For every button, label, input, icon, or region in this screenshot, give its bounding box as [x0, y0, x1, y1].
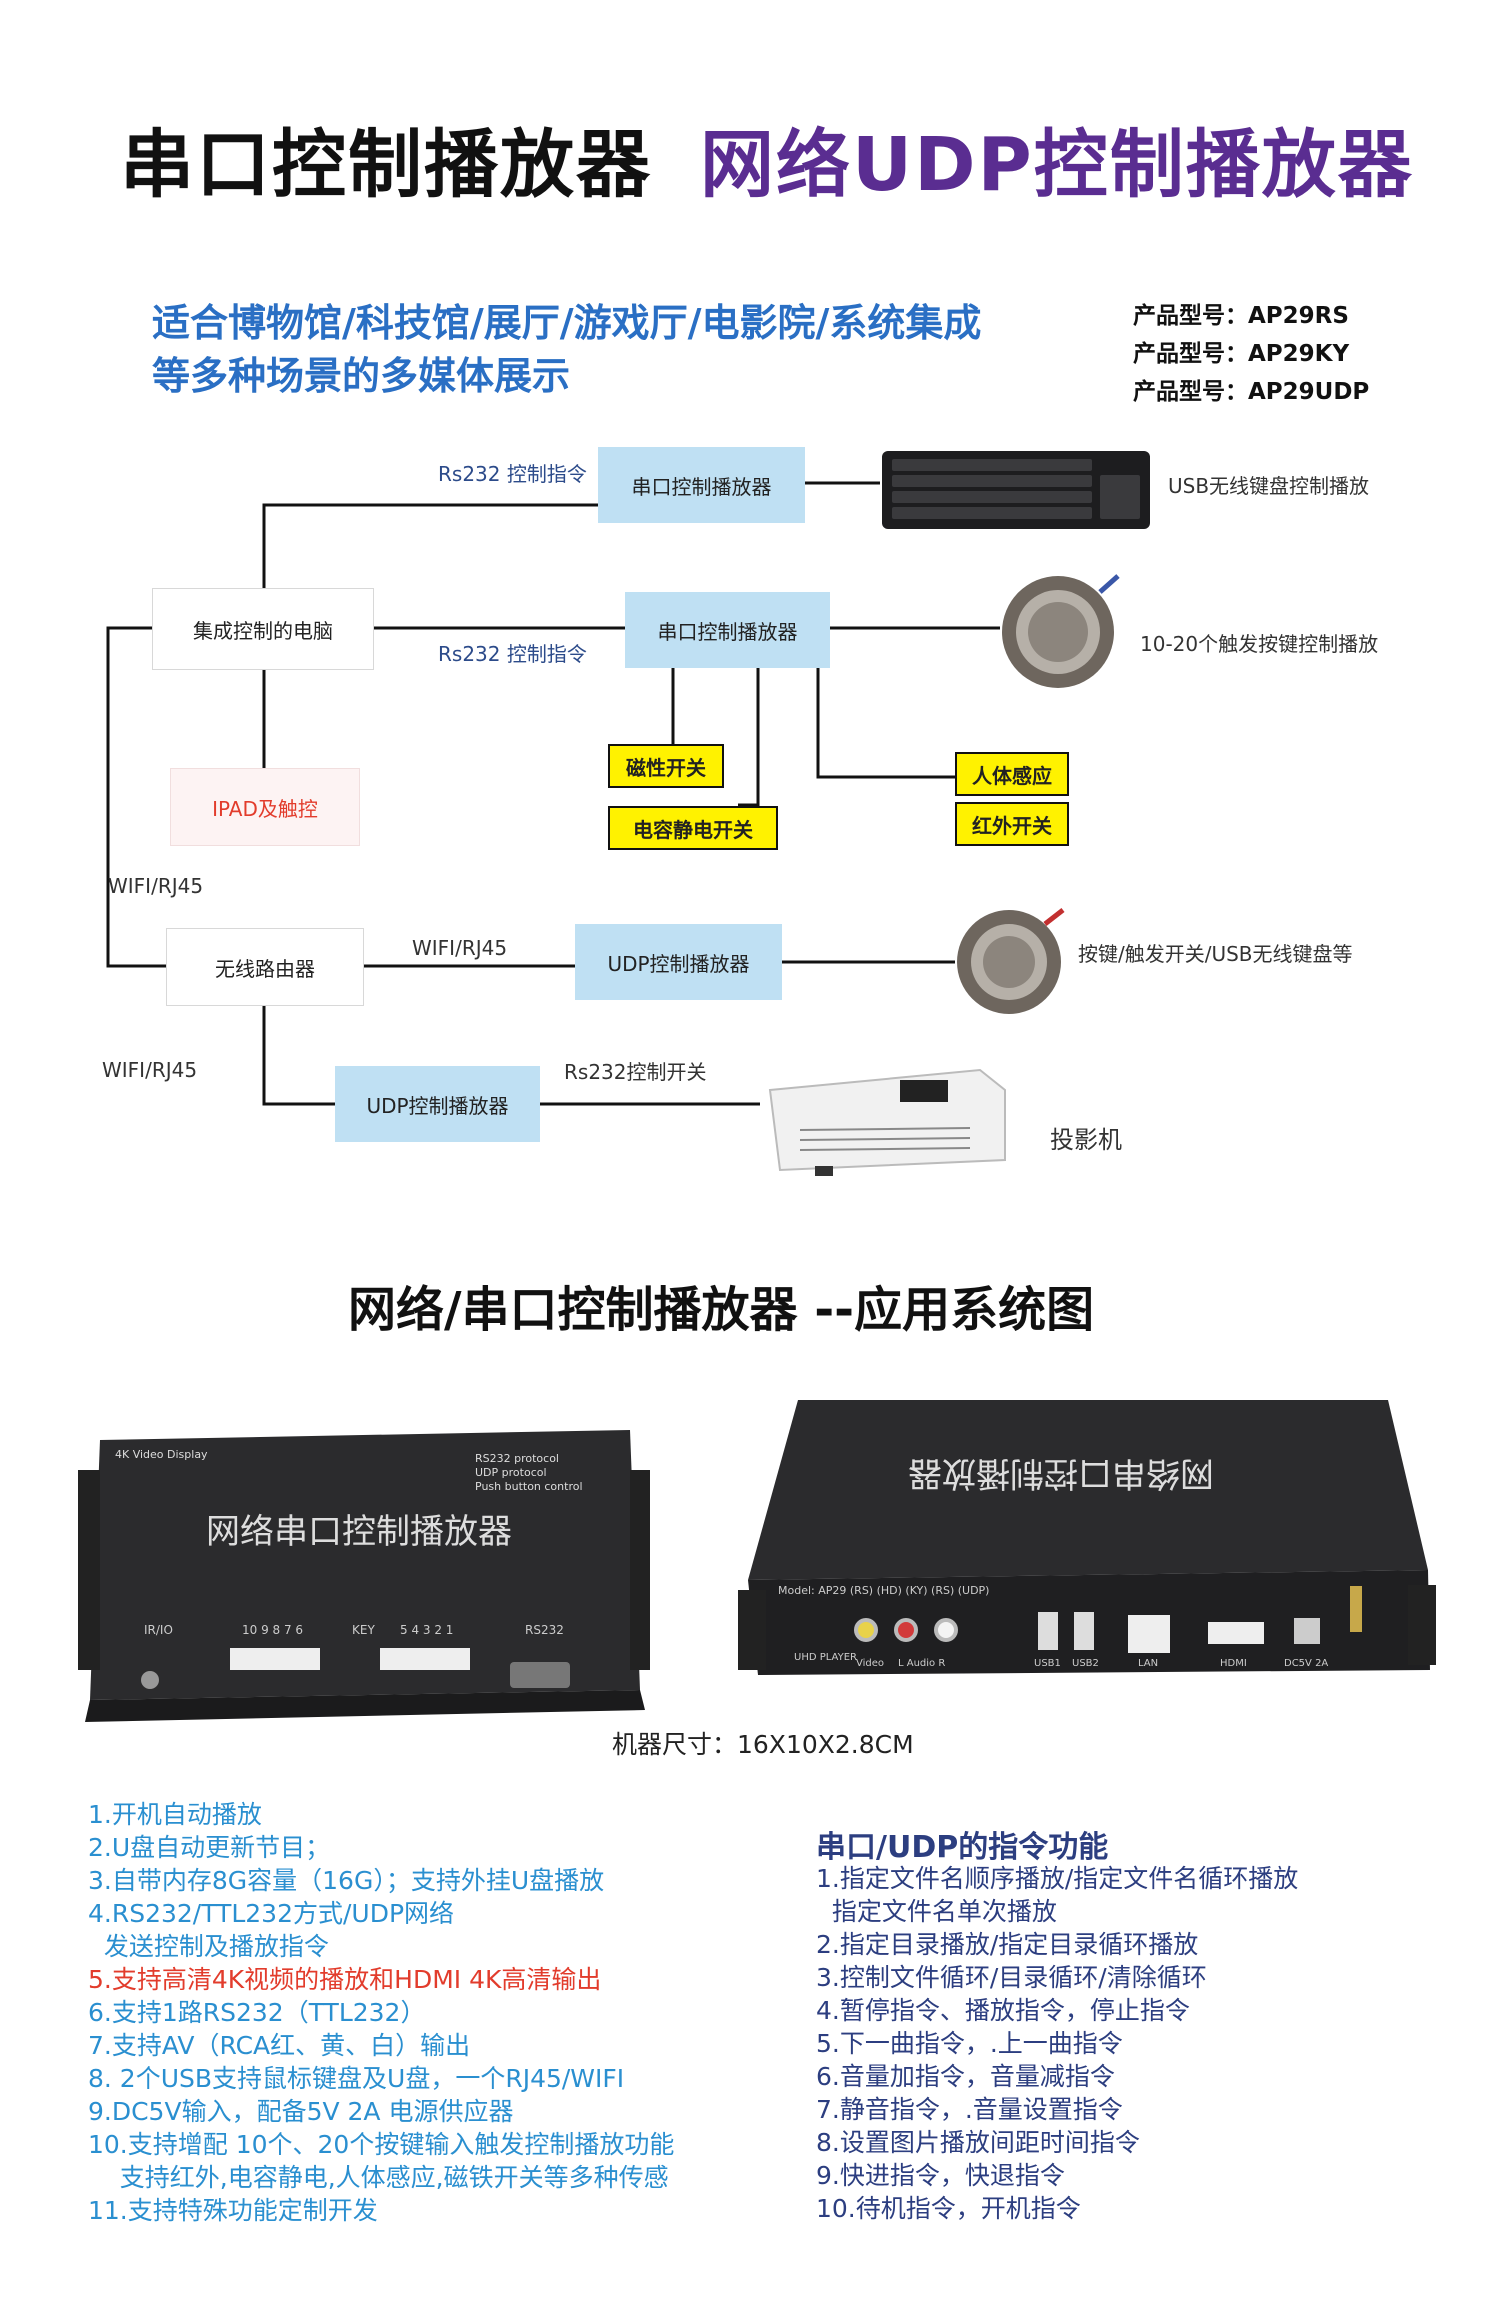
spec-item: 7.支持AV（RCA红、黄、白）输出: [88, 2031, 471, 2060]
projector-icon: [768, 1068, 1006, 1176]
command-item: 1.指定文件名顺序播放/指定文件名循环播放: [816, 1864, 1299, 1893]
connector-lines: [106, 481, 1000, 1106]
command-item: 5.下一曲指令，.上一曲指令: [816, 2029, 1123, 2058]
spec-item: 3.自带内存8G容量（16G）；支持外挂U盘播放: [88, 1866, 605, 1895]
front-product-title: 网络串口控制播放器: [206, 1512, 512, 1552]
command-item: 7.静音指令，.音量设置指令: [816, 2095, 1123, 2124]
push-button-icon: [1002, 574, 1120, 688]
product-back-photo: 网络串口控制播放器 Model: AP29 (RS) (HD) (KY) (RS…: [738, 1390, 1438, 1690]
spec-item: 11.支持特殊功能定制开发: [88, 2196, 378, 2225]
back-port-video: Video: [856, 1658, 885, 1669]
back-port-dc: DC5V 2A: [1284, 1658, 1329, 1669]
back-port-lan: LAN: [1138, 1658, 1159, 1669]
model-number-udp: 产品型号：AP29UDP: [1133, 379, 1370, 405]
command-item: 3.控制文件循环/目录循环/清除循环: [816, 1963, 1207, 1992]
udp-player-box-1: UDP控制播放器: [575, 924, 782, 1000]
front-protocols: RS232 protocol UDP protocol Push button …: [475, 1452, 583, 1494]
keyboard-label: USB无线键盘控制播放: [1168, 474, 1370, 498]
back-port-usb2: USB2: [1072, 1658, 1099, 1669]
rs232-label-2: Rs232 控制指令: [438, 642, 587, 666]
command-list-title: 串口/UDP的指令功能: [816, 1830, 1109, 1865]
rs232-switch-label: Rs232控制开关: [564, 1060, 707, 1084]
front-protocol-push: Push button control: [475, 1480, 583, 1493]
spec-item: 1.开机自动播放: [88, 1800, 262, 1829]
product-dimensions: 机器尺寸：16X10X2.8CM: [612, 1730, 914, 1759]
sensor-body-detection: 人体感应: [955, 752, 1069, 796]
spec-item: 支持红外,电容静电,人体感应,磁铁开关等多种传感: [88, 2163, 669, 2192]
spec-item: 发送控制及播放指令: [88, 1932, 329, 1961]
back-product-title: 网络串口控制播放器: [908, 1453, 1214, 1493]
front-port-key: KEY: [352, 1623, 375, 1637]
command-item: 指定文件名单次播放: [816, 1897, 1057, 1926]
sensor-capacitive-switch: 电容静电开关: [608, 806, 778, 850]
serial-player-box-2: 串口控制播放器: [625, 592, 830, 668]
back-port-hdmi: HDMI: [1220, 1658, 1247, 1669]
command-item: 6.音量加指令，音量减指令: [816, 2062, 1115, 2091]
application-diagram-title: 网络/串口控制播放器 --应用系统图: [348, 1282, 1095, 1338]
sensor-magnetic-switch: 磁性开关: [608, 744, 724, 788]
udp-player-box-2: UDP控制播放器: [335, 1066, 540, 1142]
front-port-keys-left: 10 9 8 7 6: [242, 1623, 304, 1637]
subtitle-line-1: 适合博物馆/科技馆/展厅/游戏厅/电影院/系统集成: [152, 301, 982, 345]
command-item: 10.待机指令，开机指令: [816, 2194, 1081, 2223]
command-item: 4.暂停指令、播放指令，停止指令: [816, 1996, 1190, 2025]
front-protocol-udp: UDP protocol: [475, 1466, 547, 1479]
model-number-rs: 产品型号：AP29RS: [1133, 303, 1349, 329]
spec-item: 2.U盘自动更新节目；: [88, 1833, 331, 1862]
spec-item: 10.支持增配 10个、20个按键输入触发控制播放功能: [88, 2130, 675, 2159]
keyboard-icon: [882, 451, 1150, 529]
back-model-label: Model: AP29 (RS) (HD) (KY) (RS) (UDP): [778, 1584, 990, 1597]
udp-button-label: 按键/触发开关/USB无线键盘等: [1078, 942, 1353, 966]
sensor-infrared-switch: 红外开关: [955, 802, 1069, 846]
wifi-label-2: WIFI/RJ45: [412, 936, 508, 960]
spec-item: 9.DC5V输入，配备5V 2A 电源供应器: [88, 2097, 514, 2126]
back-port-usb1: USB1: [1034, 1658, 1061, 1669]
front-port-keys-right: 5 4 3 2 1: [400, 1623, 454, 1637]
product-front-photo: 4K Video Display RS232 protocol UDP prot…: [70, 1400, 650, 1730]
command-list: 1.指定文件名顺序播放/指定文件名循环播放 指定文件名单次播放 2.指定目录播放…: [816, 1862, 1298, 2225]
front-port-rs232: RS232: [525, 1623, 564, 1637]
ipad-touch-box: IPAD及触控: [170, 768, 360, 846]
spec-item: 6.支持1路RS232（TTL232）: [88, 1998, 426, 2027]
model-number-ky: 产品型号：AP29KY: [1133, 341, 1350, 367]
pc-box: 集成控制的电脑: [152, 588, 374, 670]
back-port-audio: L Audio R: [898, 1658, 946, 1669]
command-item: 9.快进指令，快退指令: [816, 2161, 1065, 2190]
command-item: 2.指定目录播放/指定目录循环播放: [816, 1930, 1199, 1959]
spec-list: 1.开机自动播放 2.U盘自动更新节目； 3.自带内存8G容量（16G）；支持外…: [88, 1798, 674, 2227]
front-protocol-rs232: RS232 protocol: [475, 1452, 559, 1465]
spec-item: 8. 2个USB支持鼠标键盘及U盘，一个RJ45/WIFI: [88, 2064, 625, 2093]
wifi-label-1: WIFI/RJ45: [108, 874, 204, 898]
trigger-button-icon: [957, 908, 1065, 1014]
spec-item: 4.RS232/TTL232方式/UDP网络: [88, 1899, 455, 1928]
projector-label: 投影机: [1050, 1126, 1122, 1154]
front-port-irio: IR/IO: [144, 1623, 173, 1637]
rs232-label-1: Rs232 控制指令: [438, 462, 587, 486]
router-box: 无线路由器: [166, 928, 364, 1006]
subtitle-line-2: 等多种场景的多媒体展示: [152, 354, 571, 398]
buttons-label: 10-20个触发按键控制播放: [1140, 632, 1379, 656]
page-title-serial: 串口控制播放器: [120, 122, 652, 208]
back-port-uhd: UHD PLAYER: [794, 1652, 857, 1663]
front-top-label: 4K Video Display: [115, 1448, 208, 1461]
wifi-label-3: WIFI/RJ45: [102, 1058, 198, 1082]
command-item: 8.设置图片播放间距时间指令: [816, 2128, 1140, 2157]
spec-item-highlight: 5.支持高清4K视频的播放和HDMI 4K高清输出: [88, 1965, 602, 1994]
serial-player-box-1: 串口控制播放器: [598, 447, 805, 523]
page-title-udp: 网络UDP控制播放器: [700, 122, 1414, 208]
